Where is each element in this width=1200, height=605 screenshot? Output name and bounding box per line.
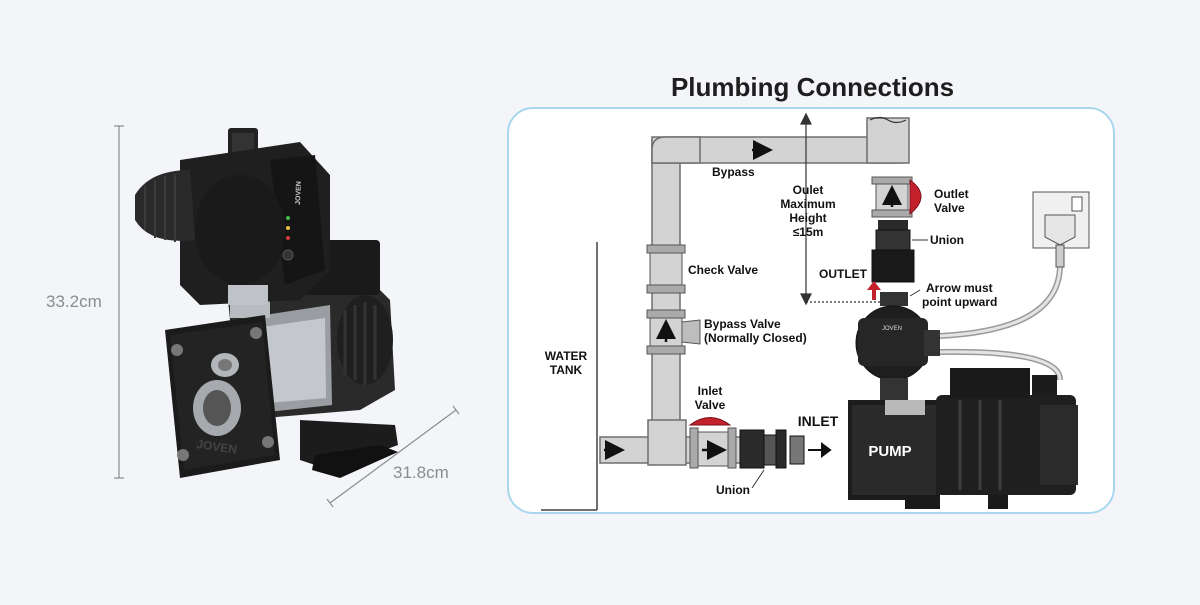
pump-illustration: JOVEN JOVEN xyxy=(114,125,460,508)
pump-base xyxy=(300,420,398,478)
label-arrow-note-2: point upward xyxy=(922,295,997,309)
label-union-bottom: Union xyxy=(716,483,750,497)
depth-label: 31.8cm xyxy=(393,463,449,482)
label-bypass-valve-1: Bypass Valve xyxy=(704,317,781,331)
bypass-valve xyxy=(646,309,701,355)
label-outlet-height-3: Height xyxy=(789,211,826,225)
pipe-network xyxy=(599,117,910,466)
label-check-valve: Check Valve xyxy=(688,263,758,277)
label-bypass: Bypass xyxy=(712,165,755,179)
union-bottom-leader xyxy=(751,469,765,489)
height-dimension-line xyxy=(114,125,124,479)
label-outlet: OUTLET xyxy=(819,267,868,281)
label-outlet-height-1: Oulet xyxy=(793,183,824,197)
label-pump: PUMP xyxy=(868,443,911,460)
arrow-note-leader xyxy=(909,289,921,297)
label-inlet-valve-2: Valve xyxy=(695,398,726,412)
label-outlet-valve-1: Outlet xyxy=(934,187,969,201)
label-outlet-height-2: Maximum xyxy=(780,197,835,211)
height-label: 33.2cm xyxy=(46,292,102,311)
inlet-union xyxy=(739,429,805,469)
water-tank-wall xyxy=(541,242,598,511)
depth-dimension-line xyxy=(326,405,460,508)
outlet-direction-arrow xyxy=(867,281,881,300)
label-water-tank-2: TANK xyxy=(550,363,583,377)
pipe-break-mark xyxy=(869,116,907,124)
inlet-valve xyxy=(688,417,737,469)
pressure-controller: JOVEN xyxy=(855,292,940,402)
inlet-arrow xyxy=(808,442,832,458)
controller-brand-text: JOVEN xyxy=(295,181,303,205)
outlet-union xyxy=(871,220,915,283)
label-bypass-valve-2: (Normally Closed) xyxy=(704,331,807,345)
wall-socket xyxy=(1032,191,1090,268)
diagram-title: Plumbing Connections xyxy=(670,72,955,102)
pump-controller: JOVEN xyxy=(135,128,330,305)
label-water-tank-1: WATER xyxy=(545,349,588,363)
controller-brand-label: JOVEN xyxy=(882,326,902,332)
pump-unit xyxy=(848,368,1078,509)
power-cable xyxy=(939,264,1063,381)
label-outlet-height-4: ≤15m xyxy=(793,225,824,239)
label-inlet-valve-1: Inlet xyxy=(698,384,723,398)
label-union-top: Union xyxy=(930,233,964,247)
outlet-valve xyxy=(871,176,922,218)
pump-front-face: JOVEN xyxy=(165,315,280,478)
product-figure: JOVEN JOVEN 33.2cm 31.8cm xyxy=(0,0,500,600)
outlet-height-dimension xyxy=(800,112,880,306)
label-outlet-valve-2: Valve xyxy=(934,201,965,215)
label-inlet: INLET xyxy=(798,413,839,429)
label-arrow-note-1: Arrow must xyxy=(926,281,993,295)
check-valve xyxy=(646,244,686,294)
casing-brand-text: JOVEN xyxy=(196,437,238,457)
